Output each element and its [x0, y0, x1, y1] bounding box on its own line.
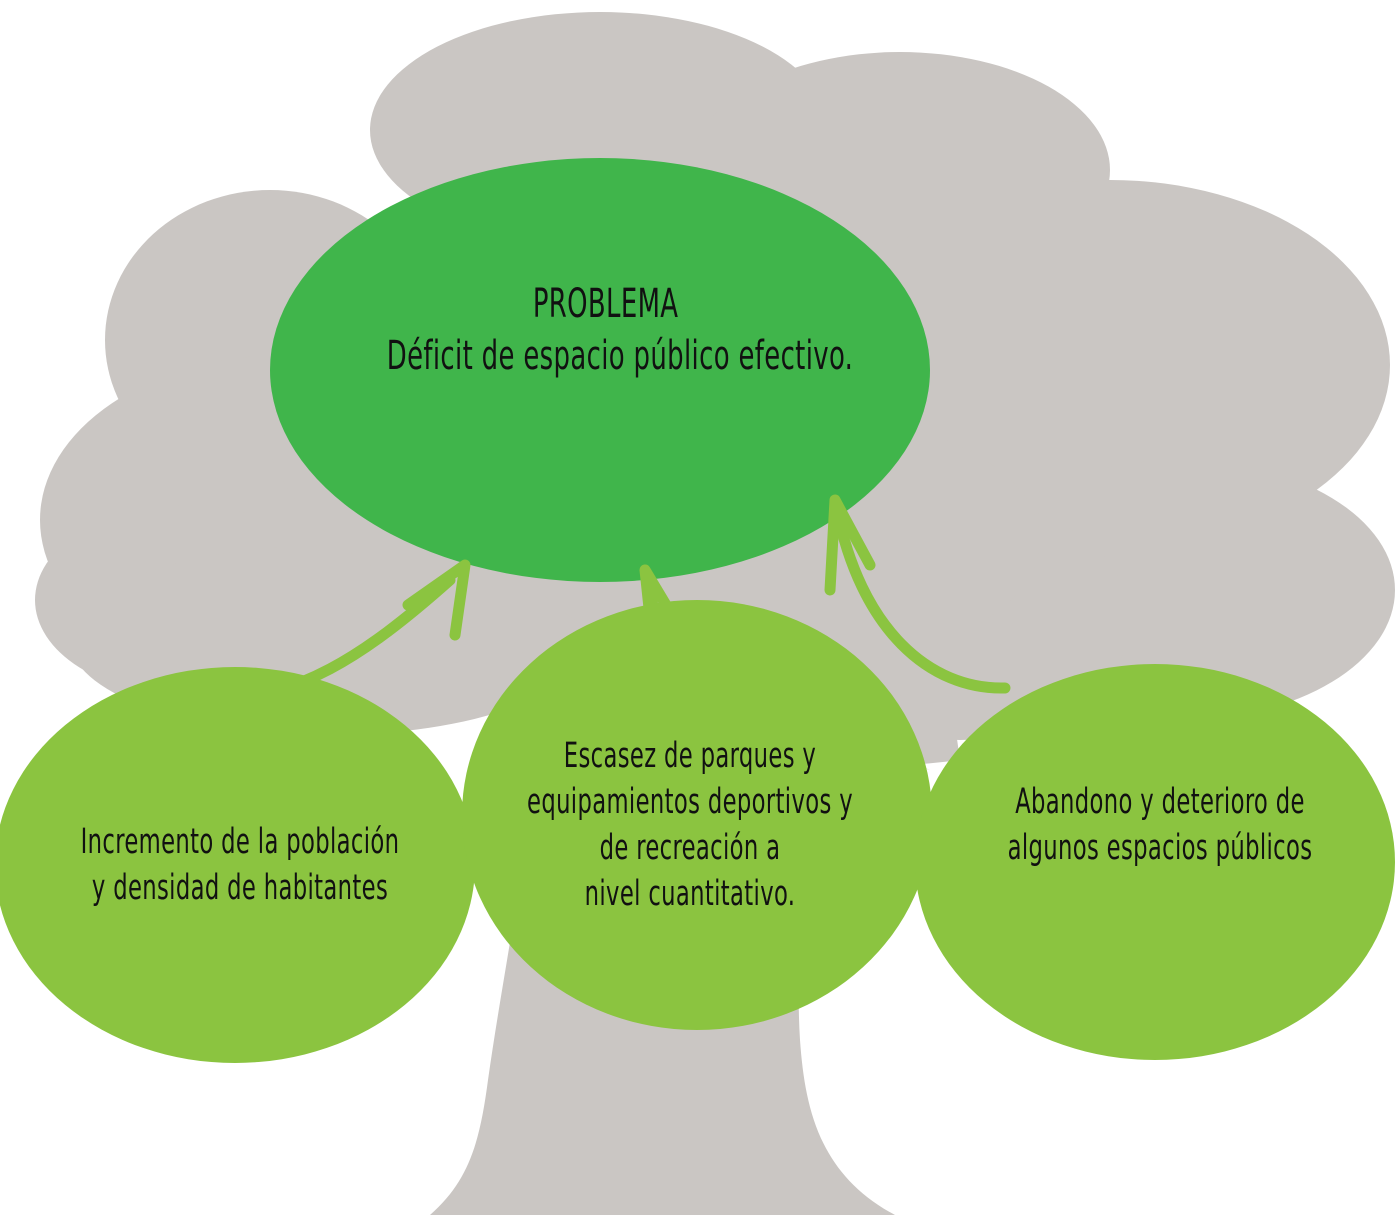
cause-3-line-2: algunos espacios públicos — [1007, 828, 1313, 868]
problem-label: PROBLEMA Déficit de espacio público efec… — [382, 240, 857, 420]
cause-2-line-4: nivel cuantitativo. — [584, 874, 796, 914]
cause-2-label: Escasez de parques y equipamientos depor… — [510, 720, 870, 930]
cause-3-line-1: Abandono y deterioro de — [1015, 782, 1305, 822]
arrowhead-icon — [402, 559, 471, 641]
cause-2-line-3: de recreación a — [599, 828, 781, 868]
problem-heading: PROBLEMA — [532, 281, 679, 327]
arrow-cause-3 — [824, 494, 1011, 694]
cause-1-line-2: y densidad de habitantes — [91, 868, 389, 908]
cause-1-line-1: Incremento de la población — [80, 822, 400, 862]
problem-ellipse — [270, 158, 930, 582]
arrow-shaft — [830, 499, 1011, 694]
cause-ellipse-2 — [462, 600, 932, 1030]
cause-2-line-1: Escasez de parques y — [563, 736, 817, 776]
cause-1-label: Incremento de la población y densidad de… — [67, 800, 413, 930]
arrowhead-icon — [824, 494, 876, 596]
cause-3-label: Abandono y deterioro de algunos espacios… — [987, 770, 1333, 880]
cause-2-line-2: equipamientos deportivos y — [527, 782, 853, 822]
problem-statement: Déficit de espacio público efectivo. — [386, 333, 854, 379]
cause-ellipse-1 — [0, 667, 475, 1063]
cause-ellipse-3 — [915, 664, 1395, 1060]
